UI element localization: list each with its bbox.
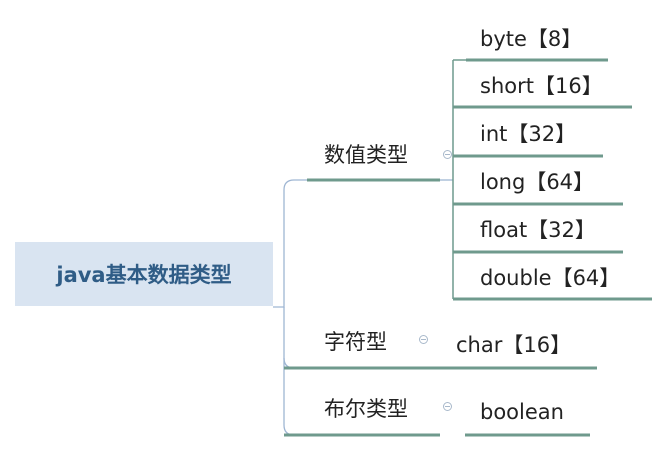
leaf-label: long【64】 (480, 170, 595, 194)
root-connector (283, 358, 307, 436)
branch-char[interactable]: 字符型 (324, 328, 387, 356)
leaf-label: boolean (480, 400, 564, 424)
root-connector (283, 307, 307, 369)
leaf-byte[interactable]: byte【8】 (480, 25, 582, 53)
branch-label: 字符型 (324, 330, 387, 354)
leaf-label: byte【8】 (480, 27, 583, 51)
leaf-label: char【16】 (456, 333, 572, 357)
leaf-label: float【32】 (480, 218, 596, 242)
branch-boolean[interactable]: 布尔类型 (324, 395, 408, 423)
leaf-label: double【64】 (480, 266, 621, 290)
leaf-float[interactable]: float【32】 (480, 216, 596, 244)
root-topic[interactable]: java基本数据类型 (15, 242, 273, 306)
leaf-char[interactable]: char【16】 (456, 331, 571, 359)
root-topic-label: java基本数据类型 (56, 263, 232, 287)
leaf-int[interactable]: int【32】 (480, 120, 576, 148)
branch-label: 布尔类型 (324, 397, 408, 421)
leaf-boolean[interactable]: boolean (480, 398, 564, 426)
leaf-long[interactable]: long【64】 (480, 168, 594, 196)
branch-label: 数值类型 (324, 143, 408, 167)
branch-numeric[interactable]: 数值类型 (324, 141, 408, 169)
collapse-icon[interactable] (443, 402, 452, 411)
leaf-label: int【32】 (480, 122, 577, 146)
root-connector (273, 179, 307, 308)
leaf-short[interactable]: short【16】 (480, 72, 603, 100)
collapse-icon[interactable] (419, 335, 428, 344)
leaf-label: short【16】 (480, 74, 603, 98)
collapse-icon[interactable] (443, 150, 452, 159)
leaf-double[interactable]: double【64】 (480, 264, 620, 292)
